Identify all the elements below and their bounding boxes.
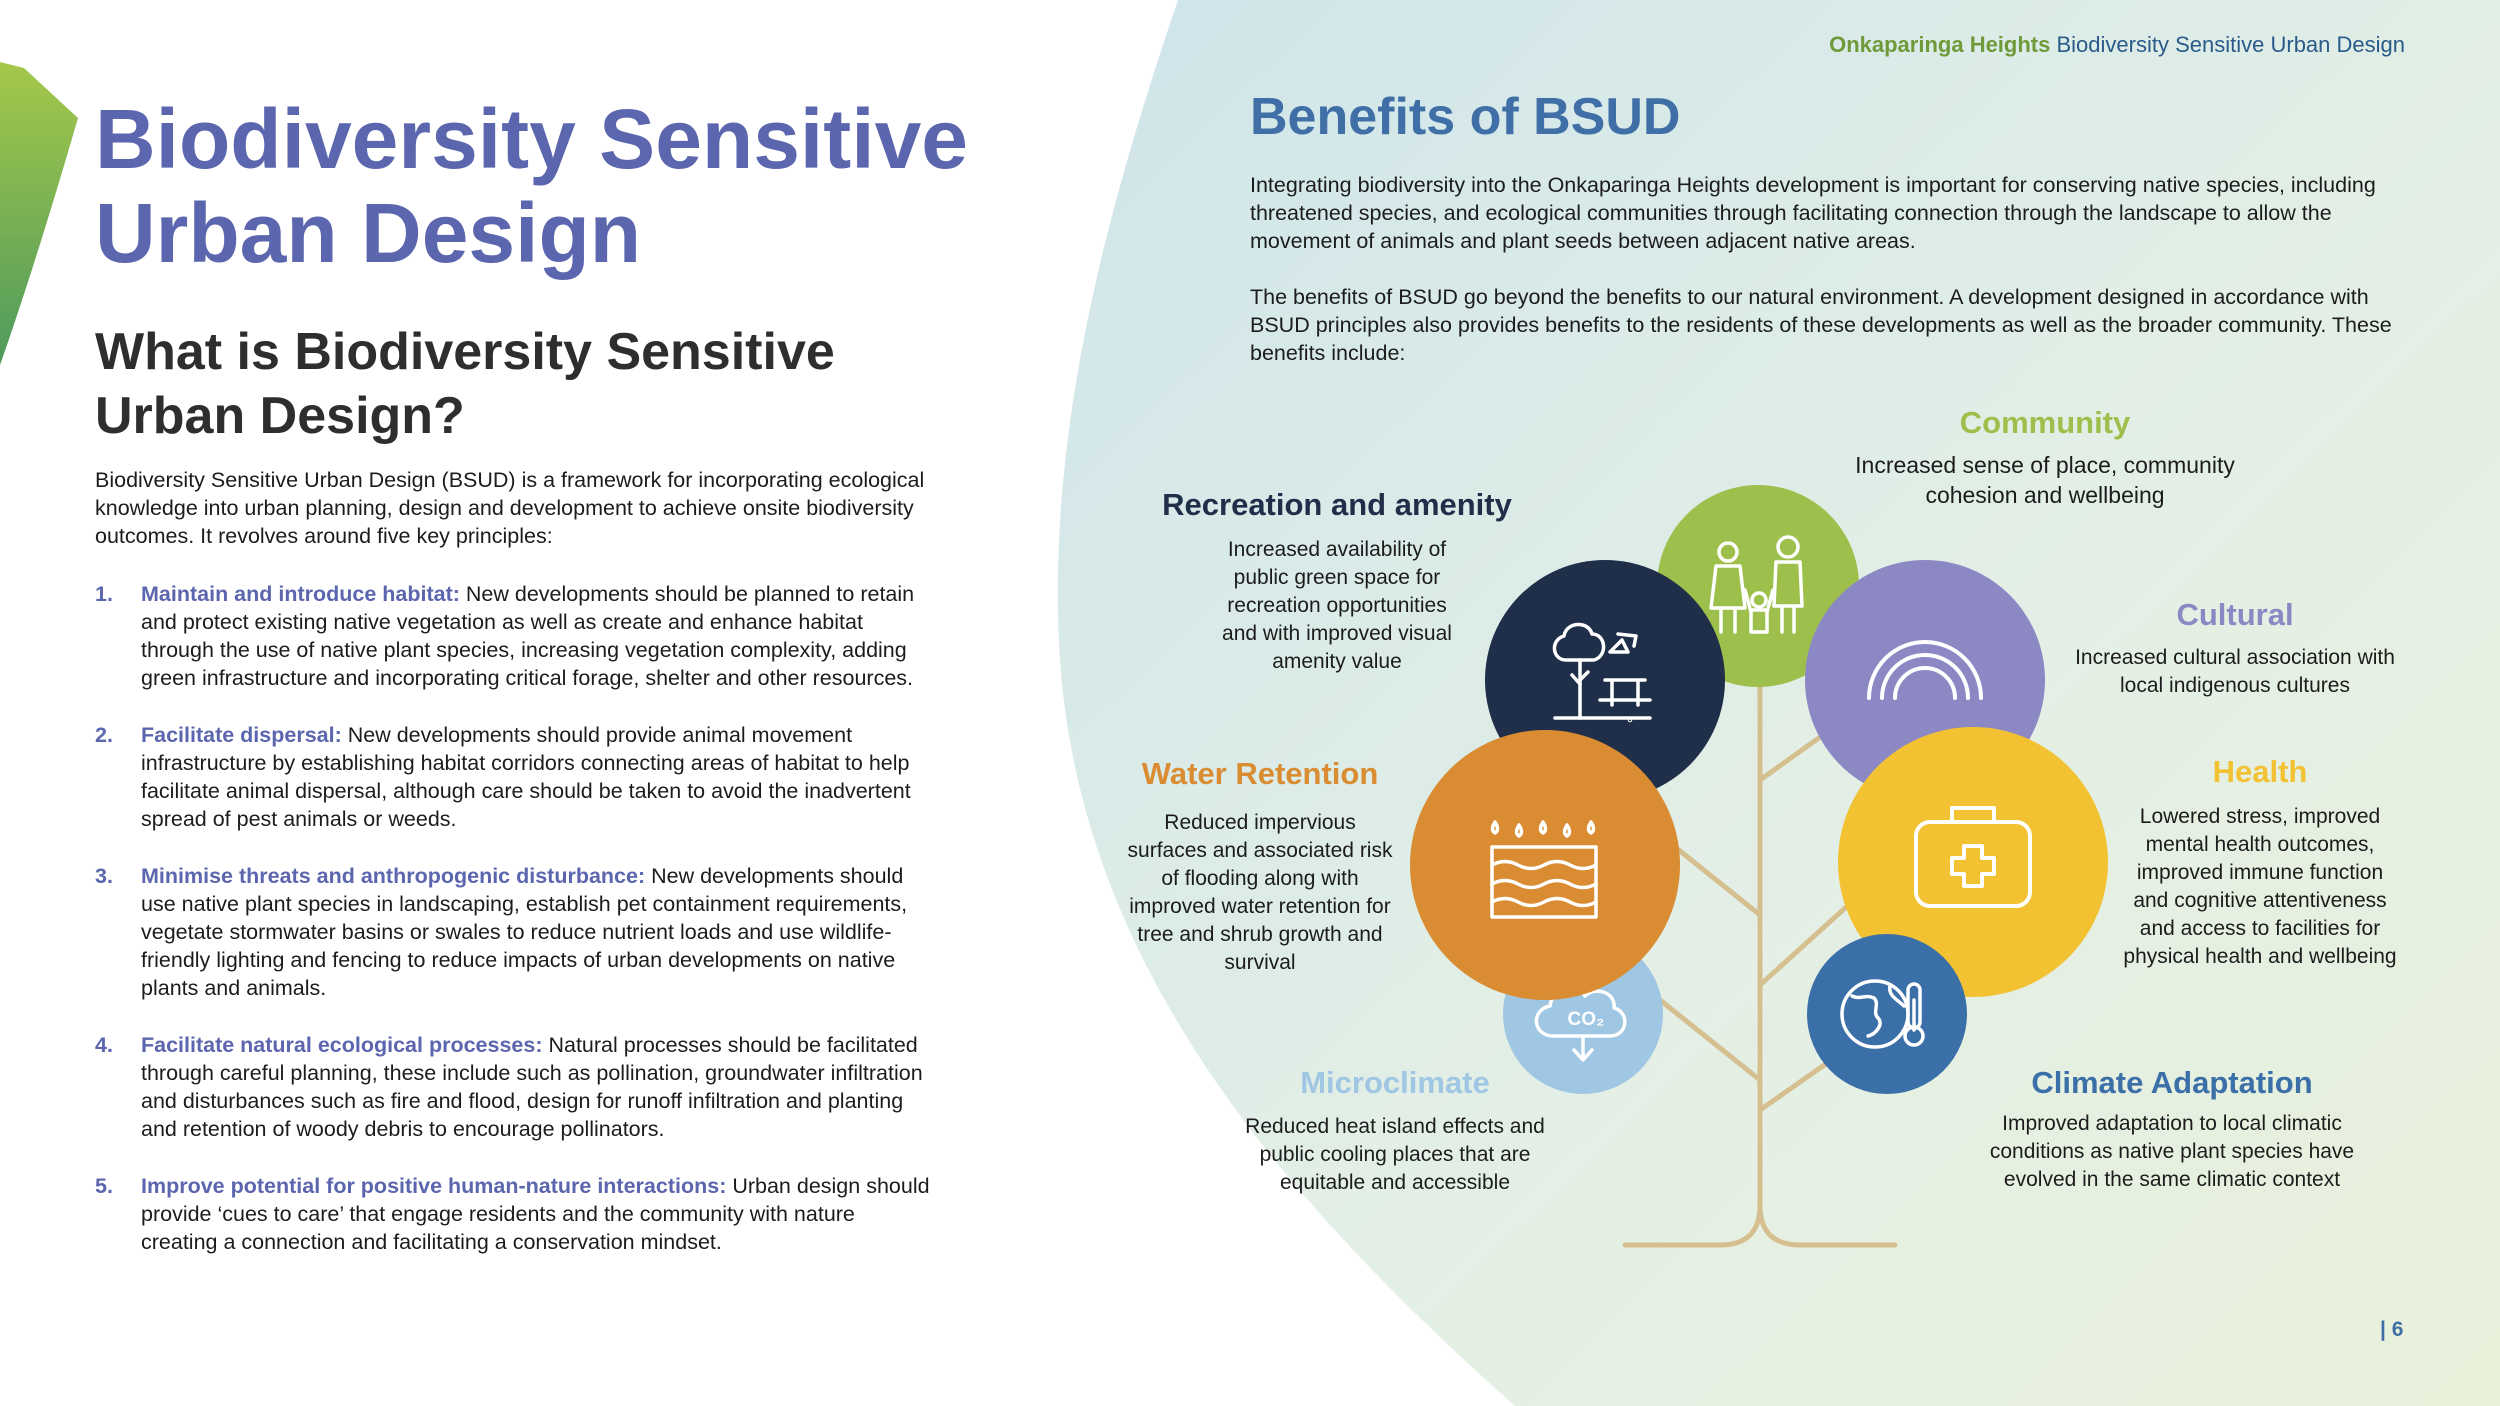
principle-item-3: 3. Minimise threats and anthropogenic dis… xyxy=(95,862,935,1002)
right-panel-background xyxy=(1057,0,2500,1406)
community-description: Increased sense of place, community cohe… xyxy=(1855,452,2235,508)
page-title: Biodiversity Sensitive Urban Design xyxy=(95,92,969,280)
community-label: Community xyxy=(1959,405,2131,440)
header-brand: Onkaparinga Heights xyxy=(1829,32,2051,57)
cultural-description: Increased cultural association with loca… xyxy=(2075,646,2395,697)
principle-text: New developments should provide animal m… xyxy=(141,723,911,831)
principle-item-2: 2. Facilitate dispersal: New developments… xyxy=(95,721,935,833)
principle-text: Urban design should provide ‘cues to car… xyxy=(141,1174,930,1254)
principle-text: New developments should be planned to re… xyxy=(141,582,915,690)
header-doc-title: Biodiversity Sensitive Urban Design xyxy=(2056,32,2406,57)
principle-lead: Improve potential for positive human-nat… xyxy=(141,1174,727,1198)
principle-item-1: 1. Maintain and introduce habitat: New de… xyxy=(95,580,935,692)
water-retention-label: Water Retention xyxy=(1141,756,1379,791)
principle-text: New developments should use native plant… xyxy=(141,864,908,1000)
park-bench-icon xyxy=(1552,622,1652,723)
climate-adaptation-description: Improved adaptation to local climatic co… xyxy=(1989,1112,2355,1191)
cultural-label: Cultural xyxy=(2176,597,2294,632)
recreation-label: Recreation and amenity xyxy=(1162,487,1512,522)
health-description: Lowered stress, improved mental health o… xyxy=(2123,805,2397,968)
water-retention-description: Reduced impervious surfaces and associat… xyxy=(1127,811,1393,974)
principles-list: 1. Maintain and introduce habitat: New de… xyxy=(95,580,935,1285)
intro-paragraph: Biodiversity Sensitive Urban Design (BSU… xyxy=(95,468,925,548)
rainbow-icon xyxy=(1867,640,1983,700)
water-retention-circle xyxy=(1410,730,1680,1000)
page-number: | 6 xyxy=(2380,1318,2404,1341)
principle-text: Natural processes should be facilitated … xyxy=(141,1033,923,1141)
co2-cloud-icon: CO₂ xyxy=(1534,986,1627,1062)
principle-lead: Facilitate dispersal: xyxy=(141,723,342,747)
principle-item-4: 4. Facilitate natural ecological processe… xyxy=(95,1031,935,1143)
principle-number: 5. xyxy=(95,1174,113,1198)
benefits-paragraph-1: Integrating biodiversity into the Onkapa… xyxy=(1250,173,2376,253)
first-aid-kit-icon xyxy=(1914,806,2032,908)
principle-item-5: 5. Improve potential for positive human-n… xyxy=(95,1172,935,1256)
benefits-paragraph-2: The benefits of BSUD go beyond the benef… xyxy=(1250,285,2392,365)
principle-number: 4. xyxy=(95,1033,113,1057)
family-icon xyxy=(1709,535,1804,634)
health-label: Health xyxy=(2212,754,2308,789)
climate-adaptation-circle xyxy=(1807,934,1967,1094)
principle-lead: Facilitate natural ecological processes: xyxy=(141,1033,543,1057)
climate-adaptation-label: Climate Adaptation xyxy=(2031,1065,2313,1100)
principle-lead: Maintain and introduce habitat: xyxy=(141,582,460,606)
microclimate-description: Reduced heat island effects and public c… xyxy=(1245,1115,1545,1194)
rain-soil-icon xyxy=(1490,820,1598,919)
principle-number: 1. xyxy=(95,582,113,606)
co2-label: CO₂ xyxy=(1568,1009,1605,1030)
corner-leaf-accent xyxy=(0,62,78,365)
section-subtitle: What is Biodiversity Sensitive Urban Des… xyxy=(95,323,835,445)
principle-number: 2. xyxy=(95,723,113,747)
microclimate-label: Microclimate xyxy=(1300,1065,1490,1100)
principle-lead: Minimise threats and anthropogenic distu… xyxy=(141,864,646,888)
globe-thermometer-icon xyxy=(1840,979,1925,1049)
benefits-title: Benefits of BSUD xyxy=(1250,88,1681,146)
health-circle xyxy=(1838,727,2108,997)
header-line: Onkaparinga Heights Biodiversity Sensiti… xyxy=(1700,32,2405,58)
principle-number: 3. xyxy=(95,864,113,888)
recreation-description: Increased availability of public green s… xyxy=(1222,538,1452,673)
